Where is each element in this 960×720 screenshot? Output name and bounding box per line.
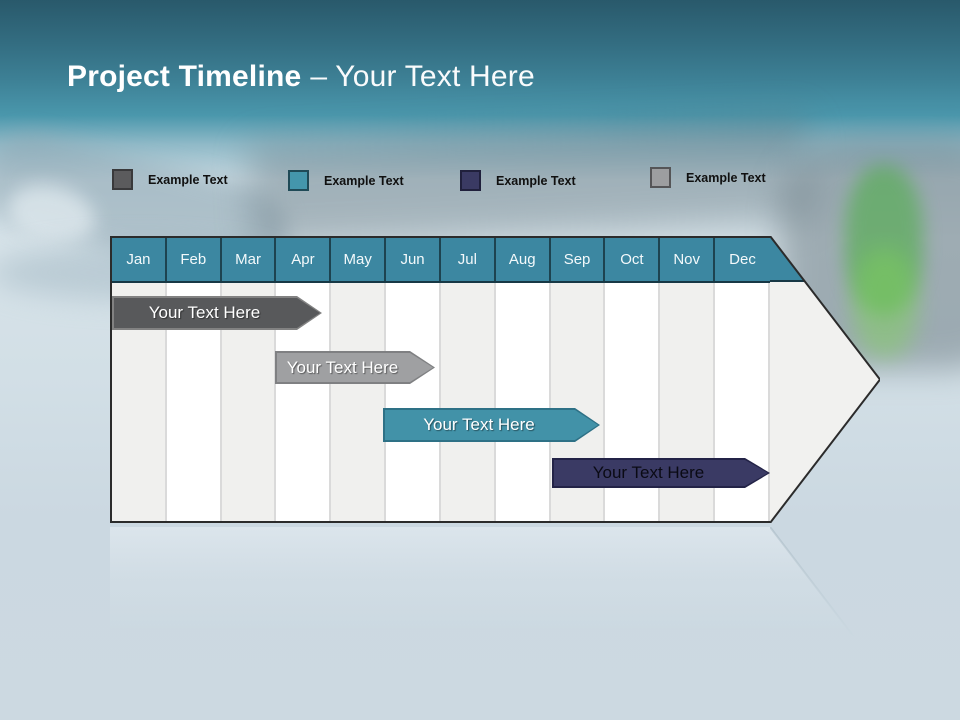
legend-label: Example Text	[324, 173, 404, 188]
legend-swatch-teal	[288, 170, 309, 191]
month-cell-feb: Feb	[167, 238, 222, 281]
table-reflection-edge	[770, 527, 855, 637]
legend-swatch-light-gray	[650, 167, 671, 188]
gantt-bar-fill	[385, 410, 598, 440]
timeline-arrowhead	[770, 236, 880, 523]
month-cell-nov: Nov	[660, 238, 716, 281]
background-photo-pipe-highlight	[0, 175, 102, 255]
gantt-bar-label: Your Text Here	[592, 463, 705, 482]
gantt-bar-label: Your Text Here	[423, 415, 535, 434]
gantt-bar-1: Your Text Here	[112, 296, 322, 330]
slide-title: Project Timeline– Your Text Here	[67, 60, 535, 94]
month-header-row: Jan Feb Mar Apr May Jun Jul Aug Sep Oct …	[112, 238, 770, 283]
slide-title-main: Project Timeline	[67, 60, 302, 93]
gantt-bar-4: Your Text Here	[552, 458, 770, 488]
month-cell-jan: Jan	[112, 238, 167, 281]
month-column	[495, 283, 551, 521]
gantt-bar-fill	[554, 460, 768, 486]
legend-item-1: Example Text	[112, 169, 228, 190]
month-cell-sep: Sep	[551, 238, 606, 281]
legend-item-2: Example Text	[288, 170, 404, 191]
gantt-bar-fill	[277, 353, 433, 382]
slide-title-suffix: – Your Text Here	[310, 60, 535, 93]
month-cell-may: May	[331, 238, 387, 281]
month-cell-jun: Jun	[386, 238, 441, 281]
legend-swatch-dark-gray	[112, 169, 133, 190]
gantt-bar-fill	[114, 298, 320, 328]
month-cell-oct: Oct	[605, 238, 661, 281]
month-cell-apr: Apr	[276, 238, 332, 281]
month-cell-mar: Mar	[222, 238, 277, 281]
gantt-bar-3: Your Text Here	[383, 408, 600, 442]
month-column	[331, 283, 387, 521]
gantt-bar-label: Your Text Here	[286, 357, 399, 377]
legend-item-4: Example Text	[650, 167, 766, 188]
legend-item-3: Example Text	[460, 170, 576, 191]
legend-label: Example Text	[686, 170, 766, 185]
legend-swatch-navy	[460, 170, 481, 191]
gantt-bar-label: Your Text Here	[148, 303, 261, 322]
month-column	[386, 283, 441, 521]
month-cell-jul: Jul	[441, 238, 496, 281]
table-reflection	[110, 527, 850, 632]
month-cell-dec: Dec	[729, 251, 756, 268]
legend-label: Example Text	[148, 172, 228, 187]
legend-label: Example Text	[496, 173, 576, 188]
month-cell-aug: Aug	[496, 238, 551, 281]
month-column	[440, 283, 496, 521]
gantt-bar-2: Your Text Here	[275, 351, 435, 384]
